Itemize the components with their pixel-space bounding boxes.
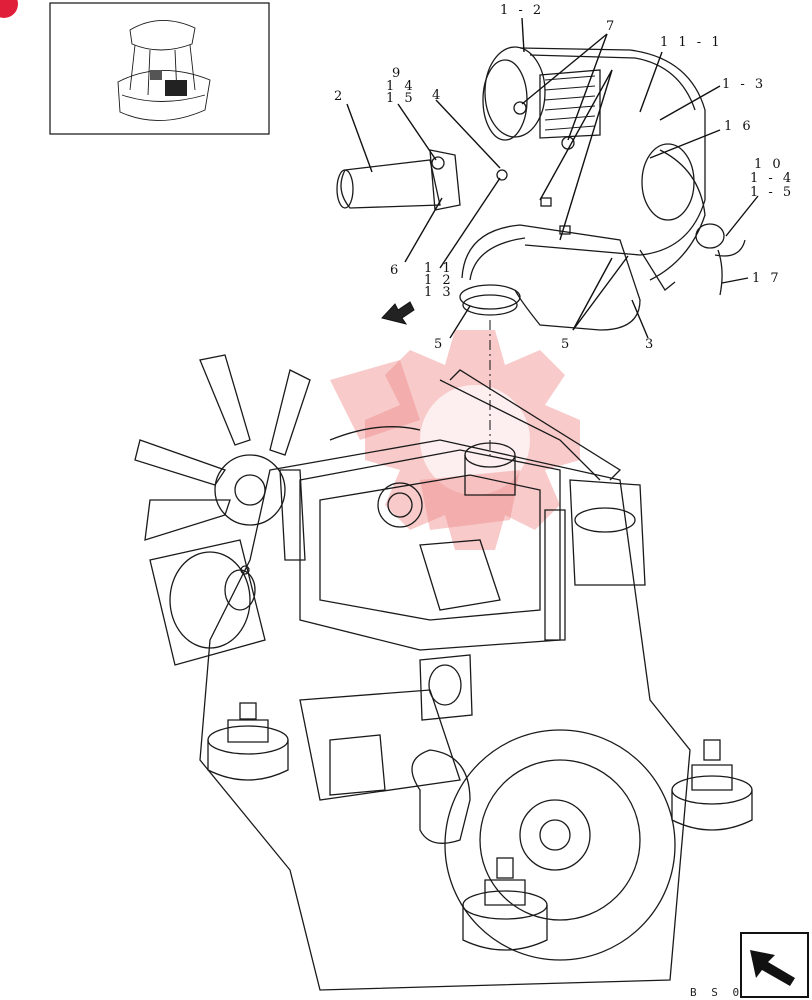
next-page-arrow-icon[interactable]	[740, 932, 809, 998]
callout-12: 1 2	[424, 273, 454, 288]
callout-1-2: 1 - 2	[500, 3, 544, 18]
watermark-logo	[330, 330, 580, 550]
intake-elbow-hose	[459, 224, 641, 331]
engine-block	[199, 369, 691, 991]
callout-13: 1 3	[424, 285, 454, 300]
callout-17: 1 7	[752, 271, 782, 286]
engine-mount-front	[462, 857, 548, 951]
harness-clip	[714, 239, 746, 296]
cooling-fan	[134, 354, 311, 541]
callout-4: 4	[432, 88, 443, 103]
callout-11: 1 1	[424, 261, 454, 276]
callout-5-right: 5	[561, 337, 572, 352]
corner-badge	[0, 0, 18, 18]
callout-15: 1 5	[386, 91, 416, 106]
air-cleaner-assembly	[482, 46, 725, 291]
callout-1-5: 1 - 5	[750, 185, 794, 200]
callout-16: 1 6	[724, 119, 754, 134]
locator-inset	[49, 2, 270, 135]
front-direction-arrow-icon	[381, 301, 415, 325]
callout-1-3: 1 - 3	[722, 77, 766, 92]
leader-lines	[346, 17, 759, 339]
engine-mount-left	[207, 702, 289, 781]
inlet-pipe	[336, 149, 461, 211]
callout-10: 1 0	[754, 157, 784, 172]
callout-5-left: 5	[434, 337, 445, 352]
callout-14: 1 4	[386, 79, 416, 94]
callout-7: 7	[606, 19, 617, 34]
callout-labels: 1 - 2 7 1 1 - 1 1 - 3 1 6 9 1 4 1 5 4 2 …	[334, 3, 794, 352]
callout-1-4: 1 - 4	[750, 171, 794, 186]
callout-9: 9	[392, 66, 403, 81]
alternator	[149, 539, 266, 666]
callout-3: 3	[645, 337, 656, 352]
callout-11-1: 1 1 - 1	[660, 35, 723, 50]
engine-mount-right	[671, 739, 753, 831]
callout-6: 6	[390, 263, 401, 278]
callout-2: 2	[334, 89, 345, 104]
